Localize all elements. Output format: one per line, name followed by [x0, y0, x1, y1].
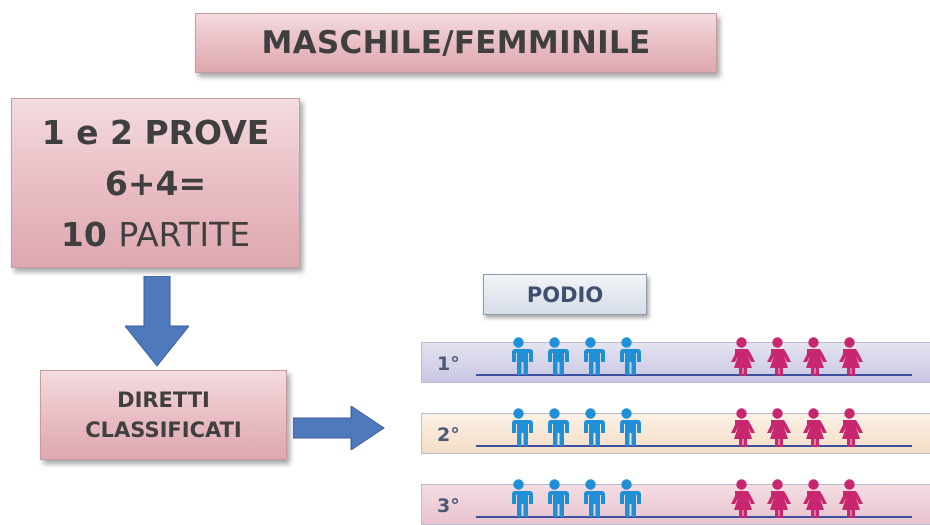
male-person-icon — [507, 408, 533, 446]
underline — [476, 516, 912, 518]
female-person-icon — [803, 337, 827, 376]
male-person-icon — [507, 337, 533, 375]
male-person-icon — [543, 337, 569, 375]
male-person-icon — [615, 337, 641, 375]
female-person-icon — [767, 479, 791, 518]
podio-box: PODIO — [483, 274, 647, 315]
prove-line-1: 1 e 2 PROVE — [41, 112, 270, 152]
female-group — [727, 479, 871, 519]
female-group — [727, 408, 871, 448]
male-person-icon — [615, 408, 641, 446]
direct-classified-box: DIRETTI CLASSIFICATI — [40, 370, 287, 460]
male-group — [504, 479, 648, 519]
underline — [476, 374, 912, 376]
rank-label: 3° — [437, 495, 460, 517]
title-box: MASCHILE/FEMMINILE — [195, 13, 717, 73]
female-group — [727, 337, 871, 377]
female-person-icon — [767, 408, 791, 447]
female-person-icon — [839, 408, 863, 447]
podio-label: PODIO — [526, 282, 604, 307]
female-person-icon — [803, 408, 827, 447]
prove-number: 10 — [60, 214, 107, 254]
podium-row-2: 2° — [421, 408, 930, 454]
female-person-icon — [767, 337, 791, 376]
male-person-icon — [579, 337, 605, 375]
female-person-icon — [731, 479, 755, 518]
down-arrow-icon — [125, 276, 189, 367]
male-group — [504, 337, 648, 377]
prove-partite: PARTITE — [118, 214, 251, 254]
prove-line-3: 10 PARTITE — [61, 209, 250, 260]
male-person-icon — [579, 408, 605, 446]
title-text: MASCHILE/FEMMINILE — [261, 25, 651, 61]
female-person-icon — [731, 337, 755, 376]
female-person-icon — [839, 337, 863, 376]
underline — [476, 445, 912, 447]
rank-label: 1° — [437, 353, 460, 375]
male-person-icon — [579, 479, 605, 517]
prove-box: 1 e 2 PROVE 6+4= 10 PARTITE — [11, 98, 300, 268]
female-person-icon — [803, 479, 827, 518]
female-person-icon — [839, 479, 863, 518]
podium-row-3: 3° — [421, 479, 930, 525]
male-group — [504, 408, 648, 448]
male-person-icon — [543, 479, 569, 517]
podium-row-1: 1° — [421, 337, 930, 383]
male-person-icon — [543, 408, 569, 446]
right-arrow-icon — [293, 406, 385, 450]
direct-line-1: DIRETTI — [117, 388, 210, 412]
female-person-icon — [731, 408, 755, 447]
direct-line-2: CLASSIFICATI — [85, 418, 242, 442]
male-person-icon — [615, 479, 641, 517]
male-person-icon — [507, 479, 533, 517]
rank-label: 2° — [437, 424, 460, 446]
prove-line-2: 6+4= — [104, 163, 207, 203]
